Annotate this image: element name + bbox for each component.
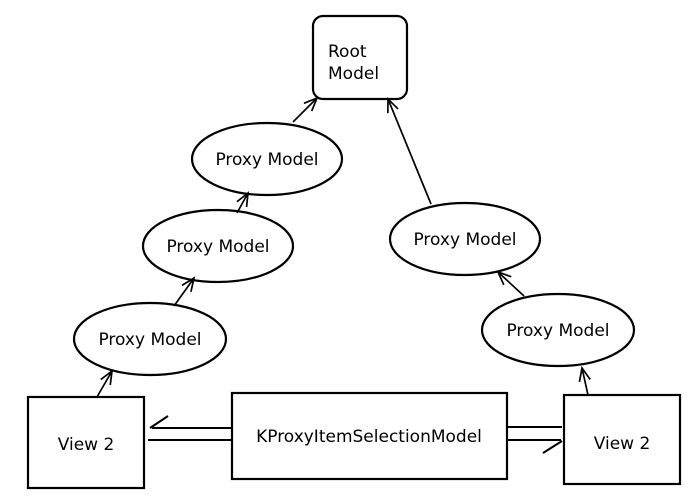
node-proxy-right-top: Proxy Model	[388, 201, 542, 277]
arrow-proxy-right-bottom-to-top	[496, 270, 525, 297]
arrow-proxy-left-bottom-to-middle	[173, 276, 196, 307]
arrow-view-left-to-proxy-left-bottom	[96, 369, 114, 398]
proxy-ellipse	[190, 121, 344, 197]
connector-arrow-barb	[542, 440, 563, 454]
arrow-proxy-right-top-to-root	[386, 96, 432, 205]
arrow-view-right-to-proxy-right-bottom	[578, 365, 591, 396]
node-proxy-left-bottom: Proxy Model	[72, 301, 228, 377]
node-proxy-left-top: Proxy Model	[190, 121, 344, 197]
view-right-box	[562, 393, 682, 486]
proxy-label: Proxy Model	[166, 237, 269, 257]
selection-model-label: KProxyItemSelectionModel	[256, 427, 482, 447]
root-model-label-line2: Model	[328, 64, 379, 84]
proxy-ellipse	[480, 292, 636, 368]
connector-selection-to-view-right	[507, 426, 563, 454]
node-view-left: View 2	[26, 395, 146, 490]
connector-selection-to-view-left	[148, 415, 232, 441]
proxy-ellipse	[141, 208, 295, 284]
node-selection-model: KProxyItemSelectionModel	[230, 391, 509, 481]
proxy-label: Proxy Model	[98, 330, 201, 350]
node-proxy-right-bottom: Proxy Model	[480, 292, 636, 368]
proxy-label: Proxy Model	[506, 321, 609, 341]
node-view-right: View 2	[562, 393, 682, 486]
proxy-label: Proxy Model	[215, 150, 318, 170]
root-model-label-line1: Root	[328, 42, 367, 62]
node-root-model: Root Model	[311, 14, 409, 101]
proxy-ellipse	[72, 301, 228, 377]
view-left-label: View 2	[58, 435, 115, 455]
node-proxy-left-middle: Proxy Model	[141, 208, 295, 284]
arrows	[96, 96, 591, 398]
view-left-box	[26, 395, 146, 490]
selection-model-box	[230, 391, 509, 481]
arrow-proxy-left-top-to-root	[292, 96, 319, 123]
proxy-ellipse	[388, 201, 542, 277]
root-model-box	[311, 14, 409, 101]
arrow-proxy-left-middle-to-top	[236, 191, 250, 214]
proxy-label: Proxy Model	[413, 230, 516, 250]
view-right-label: View 2	[594, 434, 651, 454]
connector-arrow-barb	[149, 415, 169, 429]
